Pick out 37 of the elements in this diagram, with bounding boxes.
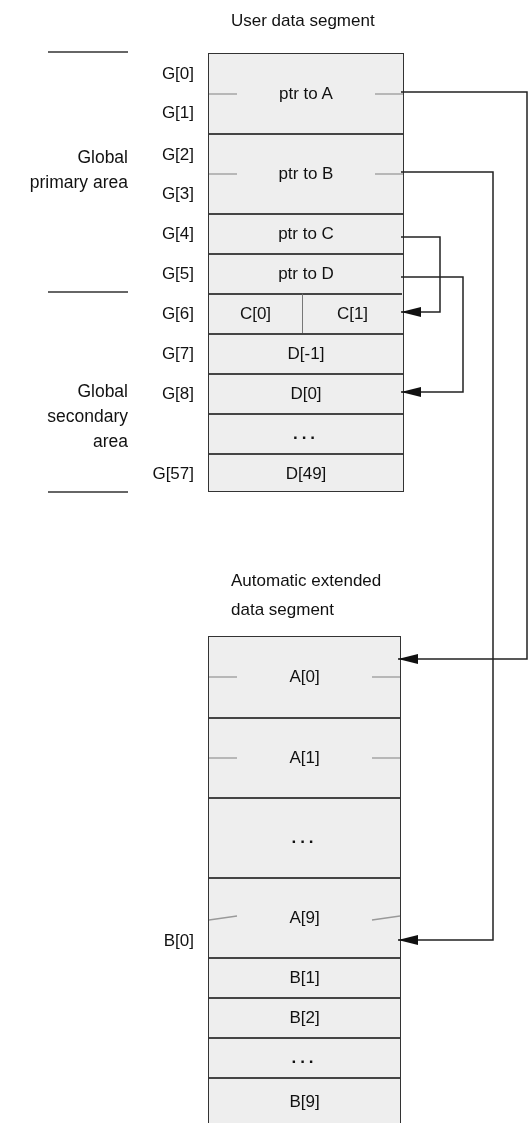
cell-label: ptr to A [279,83,333,104]
pointer-arrow [400,276,464,397]
ellipsis: ... [292,424,320,444]
cell-label: D[-1] [287,344,325,364]
pointer-arrow [397,91,528,664]
address-label: G[4] [161,224,194,244]
address-label: G[7] [161,344,194,364]
segment-title: Automatic extended data segment [231,570,383,621]
cell-label: ptr to C [278,224,334,244]
address-label: G[0] [161,63,194,84]
pointer-arrow [397,171,494,945]
cell-label: B[1] [289,968,320,988]
cell-label: ptr to D [278,264,334,284]
cell-label: A[0] [289,667,320,687]
cell-label: A[9] [289,908,320,928]
address-label: G[5] [161,264,194,284]
address-label: B[0] [163,931,194,952]
address-label: G[1] [161,103,194,124]
cell-label: B[9] [289,1091,320,1112]
area-label: Global primary area [28,146,128,194]
address-label: G[3] [161,183,194,204]
address-label: G[57] [152,464,194,484]
ellipsis: ... [291,828,318,848]
area-label: Global secondary area [46,380,128,453]
address-label: G[8] [161,384,194,404]
ellipsis: ... [291,1048,318,1068]
cell-label: D[49] [285,464,327,484]
address-label: G[2] [161,144,194,165]
cell-label: A[1] [289,748,320,768]
segment-title: User data segment [231,10,376,32]
address-label: G[6] [161,304,194,324]
cell-label: C[0] [239,304,272,324]
cell-label: C[1] [336,304,369,324]
pointer-arrow [400,236,441,317]
cell-label: ptr to B [278,164,334,184]
cell-label: B[2] [289,1008,320,1028]
cell-label: D[0] [290,384,322,404]
